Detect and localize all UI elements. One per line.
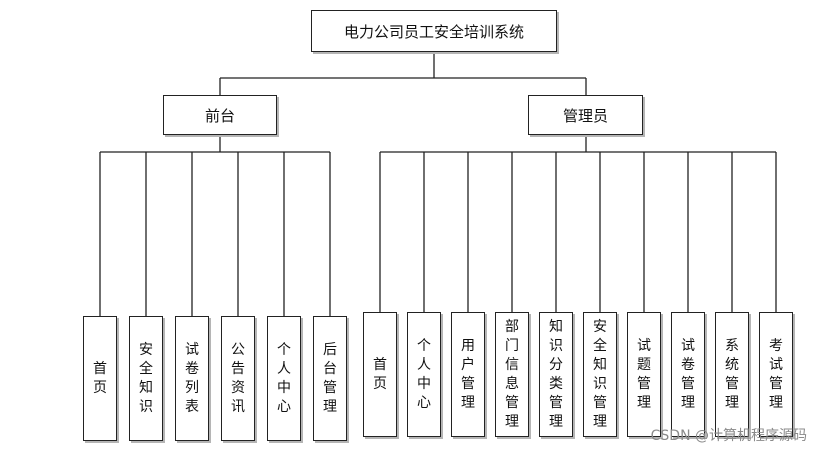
admin-leaf-knowledge-category-management: 知识分类管理 [539,312,573,437]
admin-node: 管理员 [528,95,643,135]
front-leaf-home-label: 首页 [93,360,107,396]
admin-leaf-personal-center: 个人中心 [407,312,441,437]
root-node-label: 电力公司员工安全培训系统 [343,22,524,41]
admin-leaf-home-label: 首页 [373,356,387,392]
admin-node-label: 管理员 [562,106,608,125]
front-leaf-safety-knowledge: 安全知识 [129,316,163,441]
front-leaf-announcements: 公告资讯 [221,316,255,441]
front-leaf-personal-center-label: 个人中心 [277,341,291,415]
admin-leaf-safety-knowledge-management: 安全知识管理 [583,312,617,437]
admin-leaf-exam-management: 考试管理 [759,312,793,437]
front-leaf-exam-list-label: 试卷列表 [185,341,199,415]
admin-leaf-home: 首页 [363,312,397,437]
front-leaf-personal-center: 个人中心 [267,316,301,441]
admin-leaf-knowledge-category-management-label: 知识分类管理 [549,318,563,430]
admin-leaf-exam-paper-management-label: 试卷管理 [681,337,695,411]
front-leaf-backend-admin-label: 后台管理 [323,341,337,415]
admin-leaf-personal-center-label: 个人中心 [417,337,431,411]
front-node: 前台 [163,95,277,135]
admin-leaf-user-management-label: 用户管理 [461,337,475,411]
front-leaf-safety-knowledge-label: 安全知识 [139,341,153,415]
admin-leaf-exam-management-label: 考试管理 [769,337,783,411]
front-leaf-backend-admin: 后台管理 [313,316,347,441]
admin-leaf-department-management-label: 部门信息管理 [505,318,519,430]
admin-leaf-system-management-label: 系统管理 [725,337,739,411]
admin-leaf-question-management: 试题管理 [627,312,661,437]
admin-leaf-safety-knowledge-management-label: 安全知识管理 [593,318,607,430]
admin-leaf-system-management: 系统管理 [715,312,749,437]
front-leaf-home: 首页 [83,316,117,441]
root-node: 电力公司员工安全培训系统 [311,10,557,52]
watermark: CSDN @计算机程序源码 [650,428,807,444]
admin-leaf-user-management: 用户管理 [451,312,485,437]
front-leaf-announcements-label: 公告资讯 [231,341,245,415]
front-leaf-exam-list: 试卷列表 [175,316,209,441]
admin-leaf-exam-paper-management: 试卷管理 [671,312,705,437]
admin-leaf-department-management: 部门信息管理 [495,312,529,437]
admin-leaf-question-management-label: 试题管理 [637,337,651,411]
front-node-label: 前台 [204,106,235,125]
